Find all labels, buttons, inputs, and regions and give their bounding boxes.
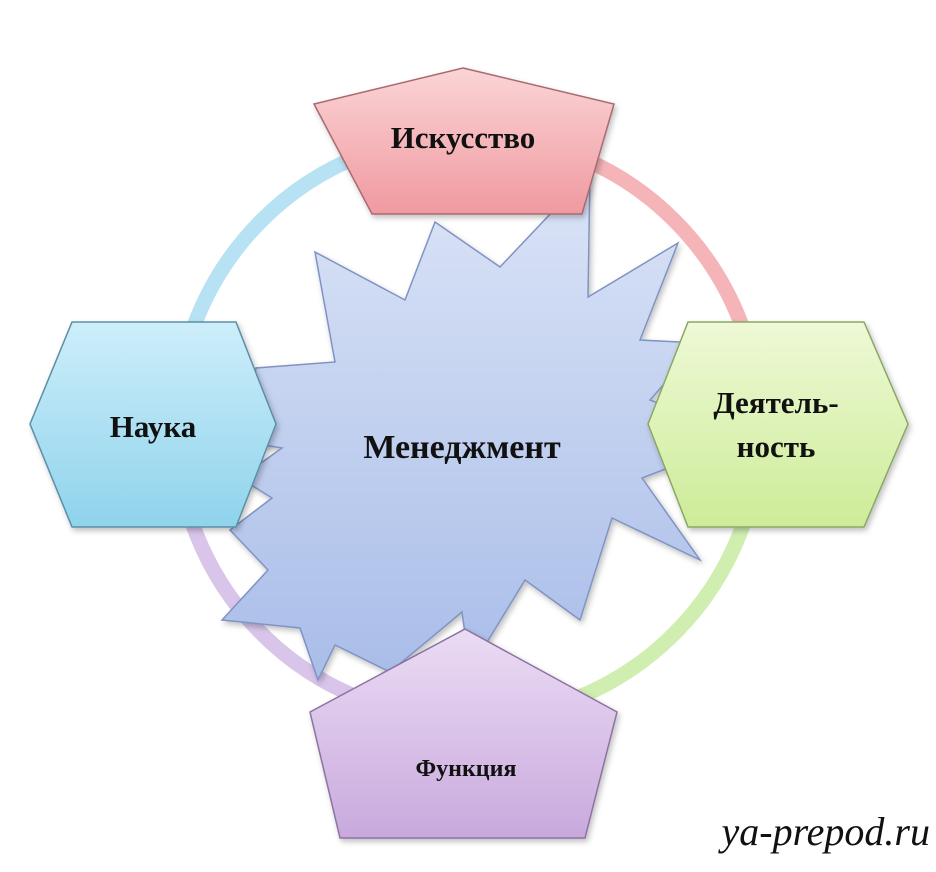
center-starburst-shape <box>220 170 703 682</box>
node-right: Деятель- ность <box>647 321 909 528</box>
node-top-label: Искусство <box>391 120 536 155</box>
node-right-shape <box>647 321 909 528</box>
center-node: Менеджмент <box>220 170 703 682</box>
node-left: Наука <box>29 321 277 528</box>
watermark-text: ya-prepod.ru <box>718 809 930 854</box>
node-top-shape <box>312 67 615 215</box>
node-left-shape <box>29 321 277 528</box>
node-bottom-label: Функция <box>416 756 517 782</box>
node-top: Искусство <box>312 67 615 215</box>
node-left-label: Наука <box>110 409 197 444</box>
node-bottom-shape <box>309 628 618 839</box>
center-label: Менеджмент <box>363 429 561 466</box>
node-right-label-line-1: Деятель- <box>713 385 838 420</box>
node-right-label-line-2: ность <box>737 429 816 464</box>
node-bottom: Функция <box>309 628 618 839</box>
